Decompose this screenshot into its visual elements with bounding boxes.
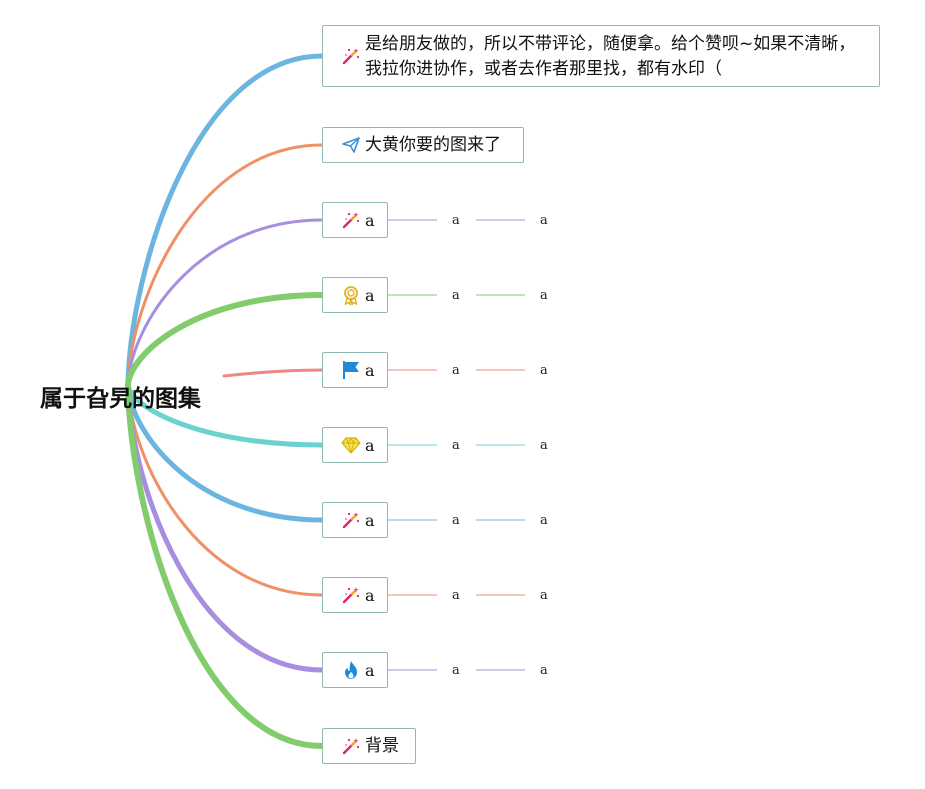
subtopic-8-1[interactable]: a [452,588,460,603]
subtopic-3-2[interactable]: a [540,213,548,228]
branch-topic-7[interactable]: a [322,502,388,538]
branch-connector [126,218,324,387]
magic-wand-icon [341,46,361,66]
subtopic-5-1[interactable]: a [452,363,460,378]
subtopic-7-2[interactable]: a [540,513,548,528]
branch-connector [126,143,324,387]
branch-topic-9[interactable]: a [322,652,388,688]
diamond-icon [341,435,361,455]
subtopic-9-1[interactable]: a [452,663,460,678]
subtopic-4-1[interactable]: a [452,288,460,303]
branch-topic-3[interactable]: a [322,202,388,238]
flag-icon [341,360,361,380]
branch-connector [125,382,325,673]
branch-connector [125,53,325,388]
branch-topic-label: a [365,360,375,380]
fire-icon [341,660,361,680]
branch-topic-label: 背景 [365,735,399,756]
award-medal-icon [341,285,361,307]
branch-connector [125,382,325,749]
branch-topic-label: 是给朋友做的，所以不带评论，随便拿。给个赞呗~如果不清晰，我拉你进协作，或者去作… [365,34,856,79]
branch-topic-label: a [365,510,375,530]
branch-topic-1[interactable]: 是给朋友做的，所以不带评论，随便拿。给个赞呗~如果不清晰，我拉你进协作，或者去作… [322,25,880,87]
branch-topic-label: a [365,585,375,605]
branch-connector [125,382,325,448]
branch-topic-8[interactable]: a [322,577,388,613]
subtopic-6-2[interactable]: a [540,438,548,453]
subtopic-7-1[interactable]: a [452,513,460,528]
subtopic-6-1[interactable]: a [452,438,460,453]
subtopic-8-2[interactable]: a [540,588,548,603]
branch-topic-label: 大黄你要的图来了 [365,134,501,155]
branch-topic-10[interactable]: 背景 [322,728,416,764]
branch-topic-5[interactable]: a [322,352,388,388]
subtopic-5-2[interactable]: a [540,363,548,378]
branch-topic-label: a [365,210,375,230]
branch-topic-label: a [365,435,375,455]
branch-topic-6[interactable]: a [322,427,388,463]
magic-wand-icon [341,210,361,230]
subtopic-4-2[interactable]: a [540,288,548,303]
magic-wand-icon [341,510,361,530]
branch-connector [222,368,324,378]
magic-wand-icon [341,585,361,605]
magic-wand-icon [341,736,361,756]
branch-topic-4[interactable]: a [322,277,388,313]
branch-topic-label: a [365,660,375,680]
branch-topic-label: a [365,285,375,305]
subtopic-9-2[interactable]: a [540,663,548,678]
branch-connector [125,382,325,523]
paper-plane-icon [341,135,361,155]
root-topic[interactable]: 属于旮旯的图集 [40,386,201,412]
branch-topic-2[interactable]: 大黄你要的图来了 [322,127,524,163]
branch-connector [125,292,325,388]
subtopic-3-1[interactable]: a [452,213,460,228]
